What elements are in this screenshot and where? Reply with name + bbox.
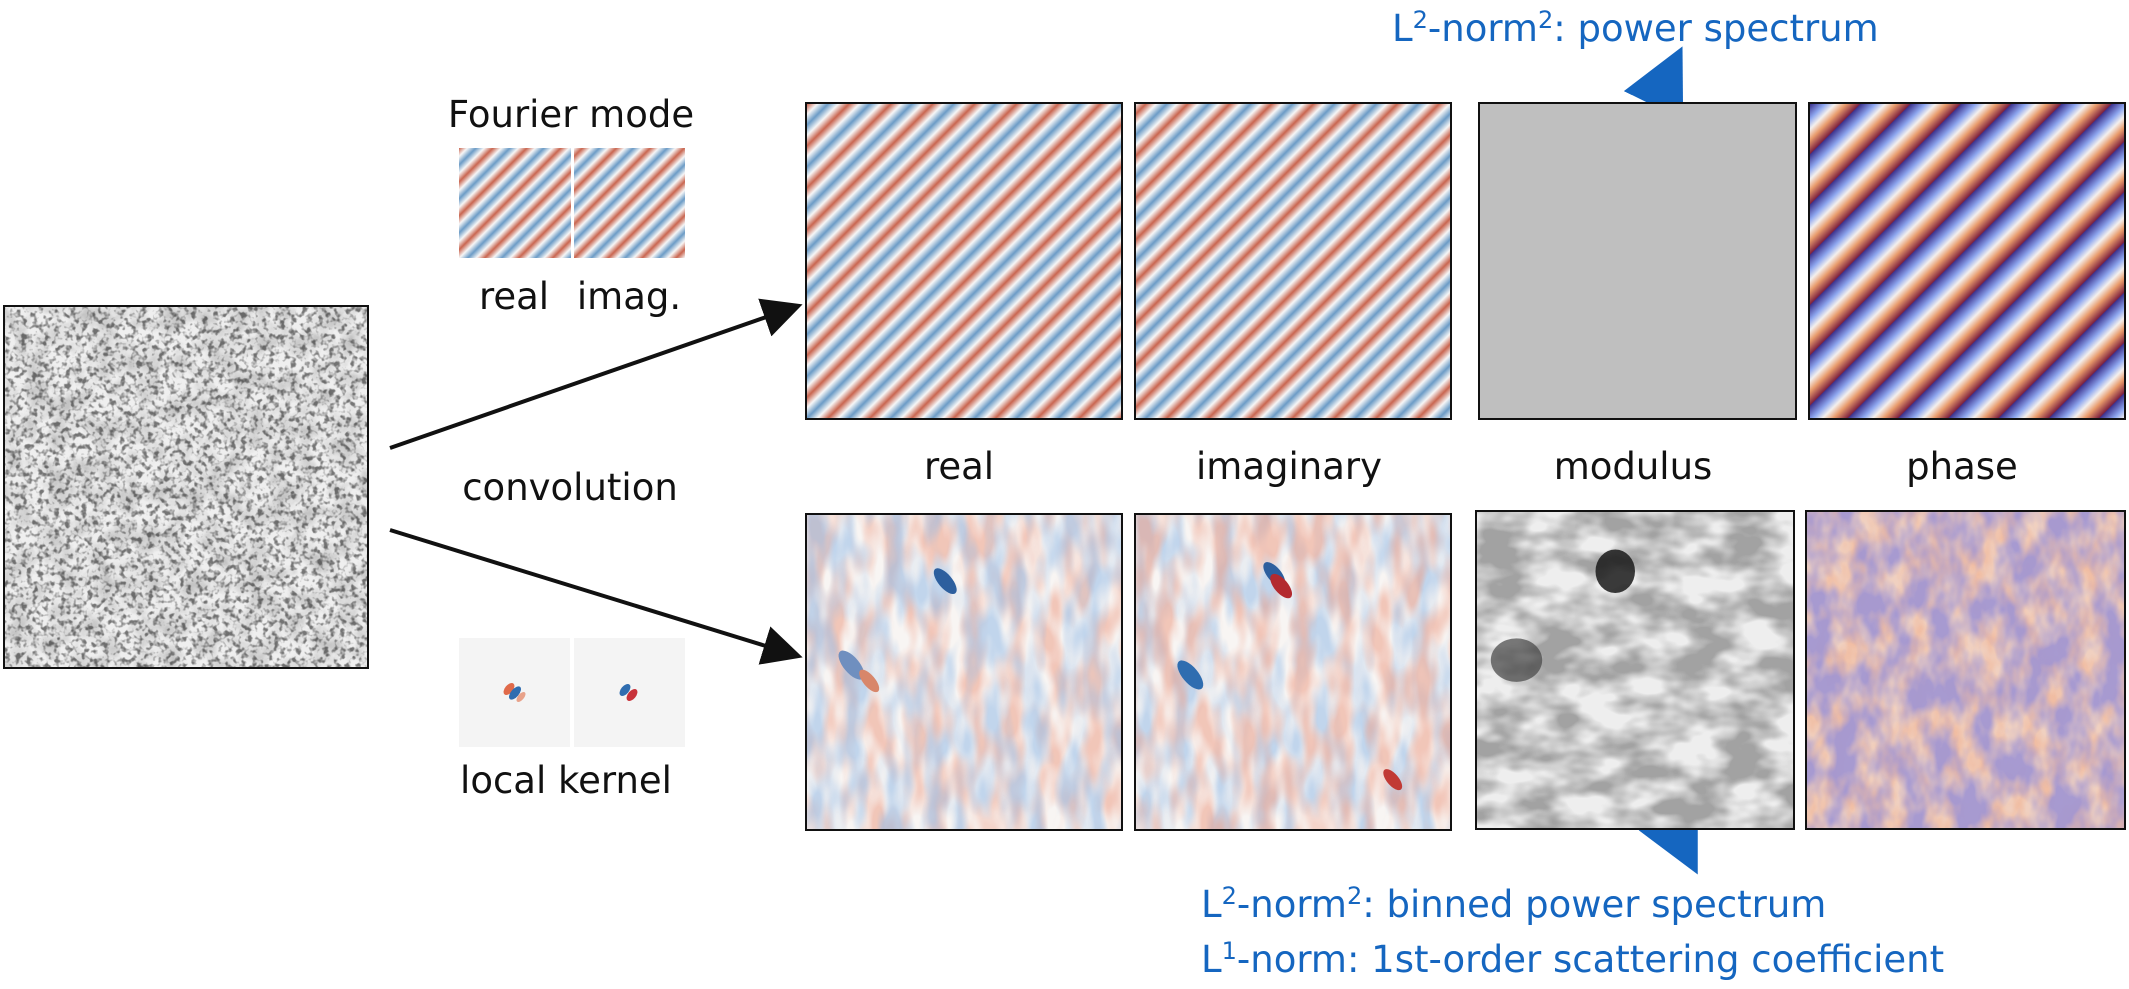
fourier-real-label: real <box>478 275 550 318</box>
arrow-to-kernel-output <box>389 528 803 665</box>
annotation-scattering-coefficient: L1-norm: 1st-order scattering coefficien… <box>1201 939 1944 978</box>
annotation-power-spectrum-l: L <box>1392 7 1413 50</box>
arrow-to-fourier-output <box>389 298 803 450</box>
convolution-label: convolution <box>462 466 678 509</box>
column-label-phase: phase <box>1906 445 2018 488</box>
local-kernel-real-thumb <box>459 638 570 747</box>
annotation-scattering-text: -norm: 1st-order scattering coefficient <box>1236 938 1945 981</box>
column-label-imaginary: imaginary <box>1196 445 1382 488</box>
input-field-image <box>3 305 369 669</box>
annotation-power-spectrum-sup1: 2 <box>1412 6 1428 34</box>
kernel-real-panel <box>805 513 1123 831</box>
column-label-real: real <box>923 445 995 488</box>
annotation-binned-sup1: 2 <box>1221 882 1237 910</box>
fourier-mode-imag-thumb <box>574 148 685 258</box>
annotation-scattering-l: L <box>1201 938 1222 981</box>
fourier-imaginary-panel <box>1134 102 1452 420</box>
local-kernel-label: local kernel <box>460 759 672 802</box>
annotation-scattering-sup1: 1 <box>1221 937 1237 965</box>
fourier-imag-label: imag. <box>576 275 682 318</box>
annotation-binned-norm: -norm <box>1236 883 1347 926</box>
fourier-real-panel <box>805 102 1123 420</box>
column-label-modulus: modulus <box>1553 445 1713 488</box>
annotation-power-spectrum: L2-norm2: power spectrum <box>1392 8 1879 47</box>
annotation-power-spectrum-norm: -norm <box>1427 7 1538 50</box>
annotation-power-spectrum-text: : power spectrum <box>1553 7 1879 50</box>
annotation-binned-l: L <box>1201 883 1222 926</box>
fourier-phase-panel <box>1808 102 2126 420</box>
kernel-modulus-panel <box>1475 510 1795 830</box>
annotation-binned-text: : binned power spectrum <box>1362 883 1827 926</box>
fourier-modulus-panel <box>1478 102 1797 420</box>
kernel-phase-panel <box>1805 510 2126 830</box>
annotation-binned-power-spectrum: L2-norm2: binned power spectrum <box>1201 884 1826 923</box>
annotation-power-spectrum-sup2: 2 <box>1537 6 1554 34</box>
local-kernel-imag-thumb <box>574 638 685 747</box>
fourier-mode-real-thumb <box>459 148 571 258</box>
fourier-mode-title: Fourier mode <box>447 93 695 136</box>
annotation-binned-sup2: 2 <box>1346 882 1363 910</box>
kernel-imaginary-panel <box>1134 513 1452 831</box>
